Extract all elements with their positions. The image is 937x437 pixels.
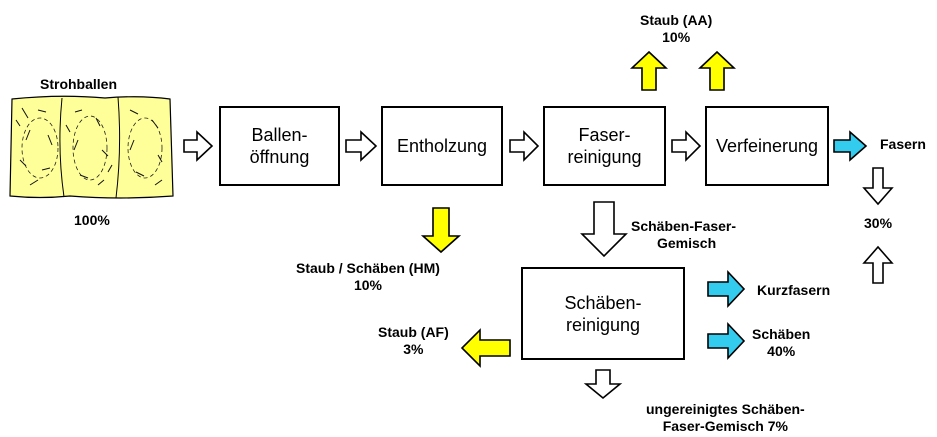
uncleaned-label: ungereinigtes Schäben- Faser-Gemisch 7% <box>646 401 805 435</box>
dust-aa-name: Staub (AA) <box>640 12 713 28</box>
short-fibres-name: Kurzfasern <box>757 282 831 298</box>
stage-label-3a: Faser- <box>578 125 631 145</box>
shives-label: Schäben 40% <box>752 326 810 360</box>
shives-percent: 40% <box>767 343 796 359</box>
stage-faserreinigung: Faser-reinigung <box>543 106 666 186</box>
dust-af-percent: 3% <box>403 341 424 357</box>
stage-label-1a: Ballen- <box>251 125 308 145</box>
stage-verfeinerung: Verfeinerung <box>705 106 829 186</box>
stage-label-1b: öffnung <box>249 147 310 167</box>
dust-af-name: Staub (AF) <box>378 324 449 340</box>
intermediate-line2: Gemisch <box>657 235 717 251</box>
intermediate-line1: Schäben-Faser- <box>631 218 737 234</box>
stage-label-5b: reinigung <box>565 314 641 335</box>
fibres-name: Fasern <box>880 136 926 152</box>
stage-schaebenreinigung: Schäben-reinigung <box>521 267 685 360</box>
intermediate-label: Schäben-Faser- Gemisch <box>631 218 736 252</box>
stage-entholzung: Entholzung <box>381 106 503 186</box>
uncleaned-line2: Faser-Gemisch 7% <box>662 418 788 434</box>
dust-hm-label: Staub / Schäben (HM) 10% <box>296 260 440 294</box>
arrow-yellow-icon <box>420 50 737 368</box>
dust-af-label: Staub (AF) 3% <box>378 324 449 358</box>
shives-name: Schäben <box>752 326 811 342</box>
dust-aa-label: Staub (AA) 10% <box>640 12 712 46</box>
dust-hm-percent: 10% <box>353 277 382 293</box>
dust-aa-percent: 10% <box>662 29 691 45</box>
stage-label-3b: reinigung <box>567 147 642 167</box>
arrow-cyan-icon <box>707 130 868 361</box>
dust-hm-name: Staub / Schäben (HM) <box>296 260 440 276</box>
arrow-outline-icon <box>183 130 894 400</box>
uncleaned-line1: ungereinigtes Schäben- <box>646 401 805 417</box>
straw-bale <box>9 95 174 199</box>
stage-ballenoeffnung: Ballen-öffnung <box>219 106 340 186</box>
stage-label-5a: Schäben- <box>564 292 642 313</box>
bale-percent: 100% <box>74 212 110 228</box>
stage-label-2: Entholzung <box>396 136 488 156</box>
bale-title: Strohballen <box>40 76 118 92</box>
fibres-percent: 30% <box>864 215 893 231</box>
stage-label-4: Verfeinerung <box>715 136 819 156</box>
